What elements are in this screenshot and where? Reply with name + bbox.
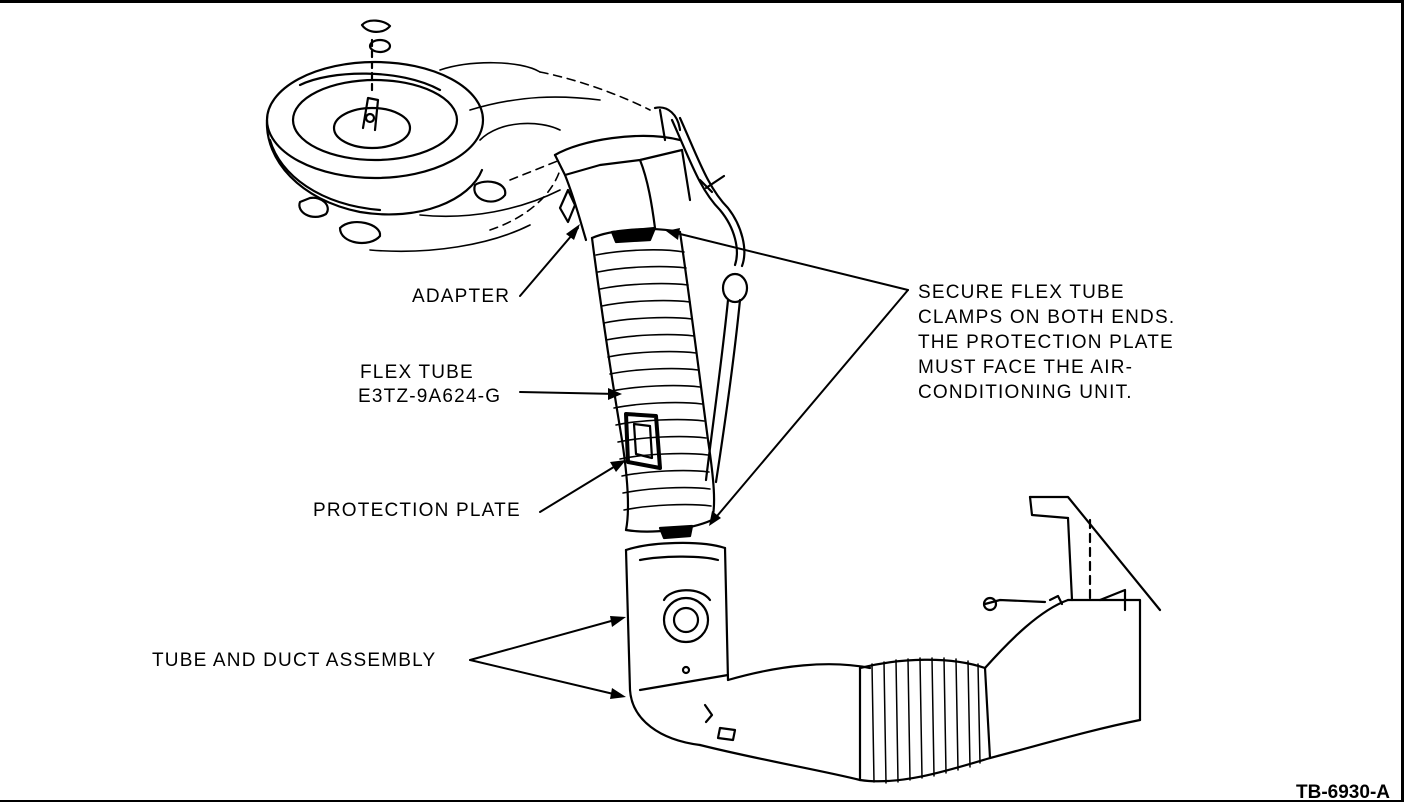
arrowheads: [566, 224, 721, 699]
label-flex-tube: FLEX TUBE: [360, 362, 474, 383]
label-adapter: ADAPTER: [412, 286, 511, 307]
leader-lines: [469, 227, 909, 697]
vacuum-hose: [670, 116, 749, 484]
flex-tube: [590, 226, 716, 540]
air-cleaner: [265, 19, 507, 245]
note-line-5: CONDITIONING UNIT.: [918, 382, 1133, 403]
note-line-3: THE PROTECTION PLATE: [918, 332, 1174, 353]
note-line-2: CLAMPS ON BOTH ENDS.: [918, 307, 1176, 328]
snorkel-outline: [369, 61, 651, 253]
label-flex-tube-part-number: E3TZ-9A624-G: [358, 386, 502, 407]
label-tube-duct-assembly: TUBE AND DUCT ASSEMBLY: [152, 650, 437, 671]
tube-duct-assembly: [624, 541, 872, 782]
note-line-1: SECURE FLEX TUBE: [918, 282, 1125, 303]
protection-plate: [624, 412, 662, 470]
label-protection-plate: PROTECTION PLATE: [313, 500, 521, 521]
figure-id: TB-6930-A: [1296, 782, 1390, 803]
ac-duct: [982, 495, 1162, 760]
adapter: [553, 106, 692, 242]
note-line-4: MUST FACE THE AIR-: [918, 357, 1134, 378]
lower-bellows: [858, 657, 992, 784]
